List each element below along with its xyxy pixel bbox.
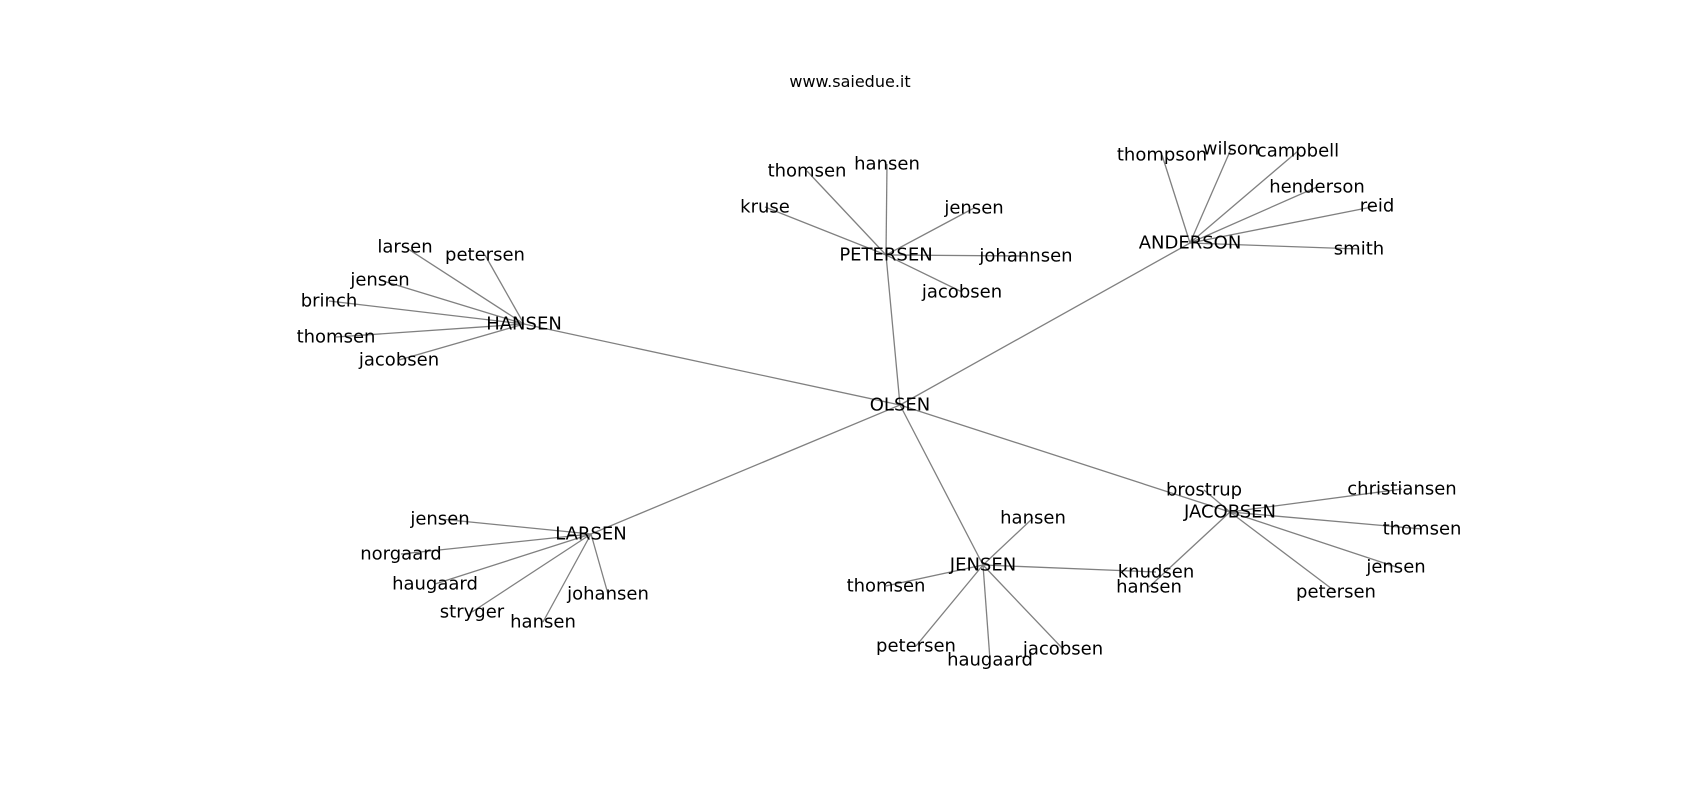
leaf-node-label: jacobsen	[358, 350, 439, 371]
edge-hansen_hub-leaf-4	[335, 323, 525, 338]
hub-node-label: ANDERSON	[1139, 233, 1242, 254]
hub-node-label: JACOBSEN	[1183, 502, 1276, 523]
edge-anderson_hub-leaf-3	[1189, 186, 1318, 244]
edge-petersen_hub-leaf-0	[806, 170, 887, 256]
edge-root-larsen_hub	[590, 404, 901, 535]
edge-jensen_hub-leaf-3	[982, 564, 991, 661]
leaf-node-label: petersen	[876, 636, 956, 657]
leaf-node-label: hansen	[510, 612, 576, 633]
site-label: www.saiedue.it	[789, 72, 911, 91]
leaf-node-label: jensen	[1365, 557, 1425, 578]
leaf-node-label: thomsen	[1383, 519, 1462, 540]
leaf-node-label: jacobsen	[1022, 639, 1103, 660]
leaf-node-label: knudsen	[1118, 562, 1195, 583]
edge-larsen_hub-leaf-5	[590, 533, 609, 595]
edge-anderson_hub-leaf-4	[1189, 205, 1378, 244]
edge-larsen_hub-leaf-4	[542, 533, 592, 623]
leaf-node-label: kruse	[740, 197, 790, 218]
leaf-node-label: campbell	[1257, 141, 1339, 162]
edge-hansen_hub-leaf-3	[328, 300, 525, 325]
edge-anderson_hub-leaf-0	[1161, 154, 1191, 244]
leaf-node-label: wilson	[1203, 139, 1260, 160]
leaf-node-label: reid	[1360, 196, 1395, 217]
leaf-node-label: brinch	[301, 291, 358, 312]
leaf-node-label: thomsen	[847, 576, 926, 597]
edge-jacobsen_hub-leaf-0	[1203, 489, 1231, 513]
edge-petersen_hub-leaf-4	[885, 254, 1027, 257]
edge-larsen_hub-leaf-1	[400, 533, 592, 555]
edge-anderson_hub-leaf-1	[1189, 148, 1232, 244]
edge-root-anderson_hub	[899, 242, 1191, 406]
edge-jacobsen_hub-leaf-5	[1148, 511, 1231, 588]
edge-hansen_hub-leaf-2	[379, 279, 525, 325]
leaf-node-label: jacobsen	[921, 282, 1002, 303]
hub-node-label: JENSEN	[949, 555, 1016, 576]
hub-node-label: HANSEN	[486, 314, 562, 335]
edges-layer	[328, 148, 1423, 661]
edge-jensen_hub-leaf-1	[885, 564, 984, 587]
edge-root-jacobsen_hub	[899, 404, 1231, 513]
edge-root-hansen_hub	[523, 323, 901, 406]
leaf-node-label: johansen	[566, 584, 649, 605]
edge-anderson_hub-leaf-5	[1189, 242, 1360, 250]
leaf-node-label: hansen	[854, 154, 920, 175]
leaf-node-label: petersen	[1296, 582, 1376, 603]
hub-node-label: LARSEN	[555, 524, 627, 545]
edge-larsen_hub-leaf-2	[434, 533, 592, 585]
leaf-node-label: brostrup	[1166, 480, 1242, 501]
edge-petersen_hub-leaf-2	[764, 206, 887, 256]
edge-petersen_hub-leaf-5	[885, 254, 963, 293]
edge-jacobsen_hub-leaf-2	[1229, 511, 1423, 530]
leaf-node-label: johannsen	[978, 246, 1072, 267]
leaf-node-label: stryger	[440, 602, 505, 623]
edge-jacobsen_hub-leaf-4	[1229, 511, 1337, 593]
edge-larsen_hub-leaf-0	[439, 518, 592, 535]
leaf-node-label: haugaard	[392, 574, 478, 595]
leaf-node-label: thomsen	[297, 327, 376, 348]
edge-petersen_hub-leaf-1	[885, 163, 888, 256]
leaf-node-label: hansen	[1116, 577, 1182, 598]
leaf-node-label: christiansen	[1347, 479, 1456, 500]
hub-node-label: PETERSEN	[839, 245, 932, 266]
root-node-label: OLSEN	[870, 395, 930, 416]
leaf-node-label: henderson	[1269, 177, 1365, 198]
edge-anderson_hub-leaf-2	[1189, 150, 1299, 244]
edge-hansen_hub-leaf-5	[398, 323, 525, 361]
edge-jensen_hub-leaf-4	[982, 564, 1064, 650]
edge-jacobsen_hub-leaf-1	[1229, 488, 1403, 513]
leaf-node-label: thomsen	[768, 161, 847, 182]
leaf-node-label: jensen	[943, 198, 1003, 219]
edge-petersen_hub-leaf-3	[885, 207, 975, 256]
edge-jacobsen_hub-leaf-3	[1229, 511, 1397, 568]
leaf-node-label: jensen	[409, 509, 469, 530]
leaf-node-label: smith	[1334, 239, 1384, 260]
edge-larsen_hub-leaf-3	[471, 533, 592, 613]
edge-jensen_hub-leaf-2	[915, 564, 984, 647]
edge-jensen_hub-leaf-5	[982, 564, 1157, 573]
edge-hansen_hub-leaf-1	[484, 254, 525, 325]
leaf-node-label: haugaard	[947, 650, 1033, 671]
edge-hansen_hub-leaf-0	[404, 246, 525, 325]
leaf-node-label: thompson	[1117, 145, 1207, 166]
leaf-node-label: norgaard	[360, 544, 442, 565]
leaf-node-label: larsen	[377, 237, 432, 258]
edge-jensen_hub-leaf-0	[982, 517, 1034, 566]
edge-root-petersen_hub	[885, 254, 901, 406]
leaf-node-label: jensen	[349, 270, 409, 291]
leaf-node-label: petersen	[445, 245, 525, 266]
edge-root-jensen_hub	[899, 404, 984, 566]
leaf-node-label: hansen	[1000, 508, 1066, 529]
